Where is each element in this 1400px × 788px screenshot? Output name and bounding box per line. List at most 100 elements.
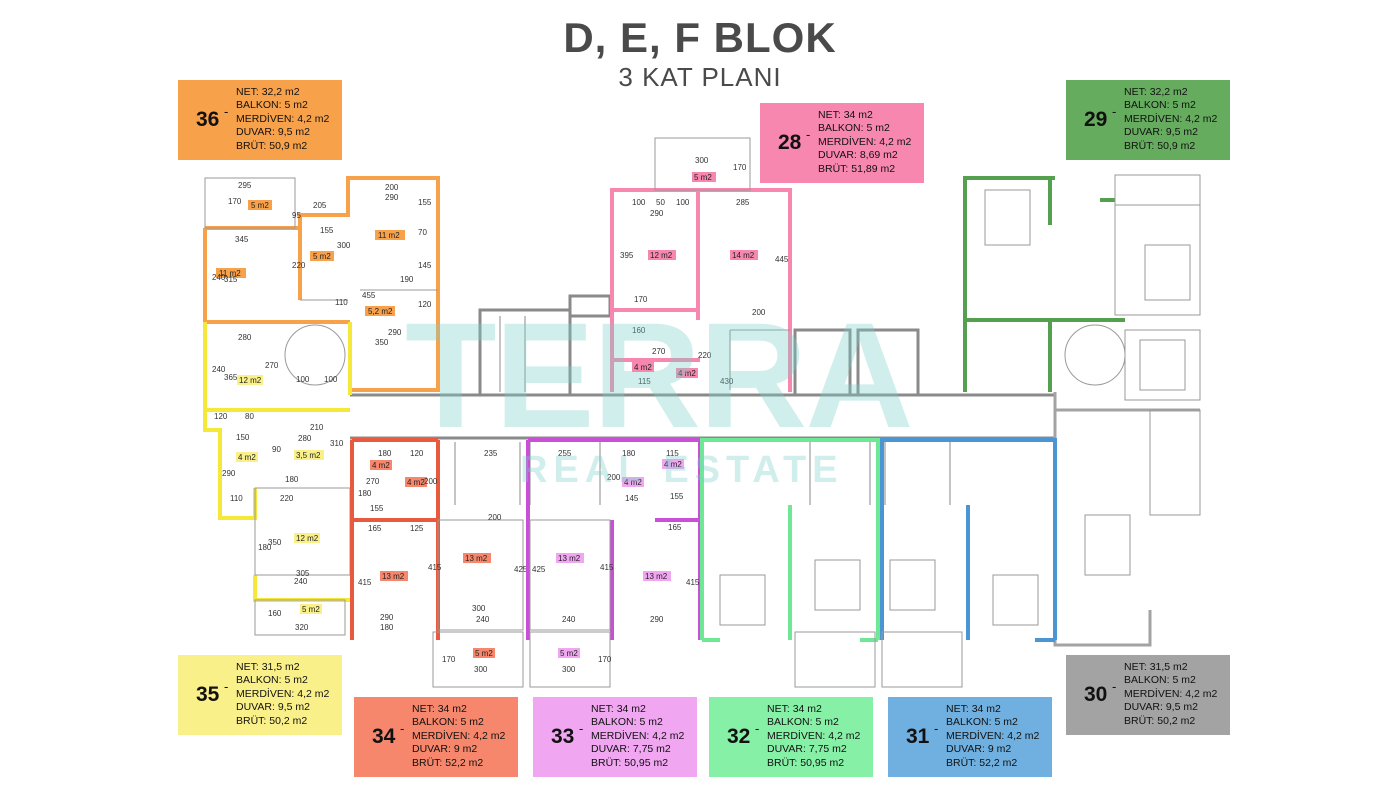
dimension: 345	[235, 235, 249, 244]
unit-net-value: 34 m2	[971, 703, 1001, 715]
unit-merdiven-label: MERDİVEN:	[1124, 112, 1183, 125]
unit-duvar-row: DUVAR: 9,5 m2	[1124, 126, 1217, 139]
unit-brut-label: BRÜT:	[236, 714, 267, 727]
unit-brut-value: 50,2 m2	[269, 714, 308, 727]
unit-duvar-label: DUVAR:	[236, 126, 275, 139]
unit-number-dash: -	[1112, 679, 1117, 694]
unit-brut-label: BRÜT:	[412, 756, 443, 769]
unit-duvar-label: DUVAR:	[236, 701, 275, 714]
unit-brut-label: BRÜT:	[818, 162, 849, 175]
room-label: 13 m2	[382, 572, 405, 581]
unit-merdiven-value: 4,2 m2	[652, 729, 685, 742]
unit-duvar-row: DUVAR: 9,5 m2	[1124, 701, 1217, 714]
unit-brut-row: BRÜT: 50,2 m2	[236, 715, 329, 728]
unit-brut-row: BRÜT: 52,2 m2	[412, 757, 505, 770]
room-label: 5 m2	[475, 649, 493, 658]
unit-number-dash: -	[755, 721, 760, 736]
page-title: D, E, F BLOK	[563, 14, 837, 61]
unit-brut-value: 50,2 m2	[1157, 714, 1196, 727]
unit-balkon-row: BALKON: 5 m2	[767, 716, 860, 729]
room-label: 4 m2	[407, 478, 425, 487]
unit-net-row: NET: 31,5 m2	[236, 661, 329, 674]
unit-duvar-value: 9,5 m2	[1165, 701, 1198, 714]
dimension: 270	[652, 347, 666, 356]
dimension: 110	[230, 494, 243, 503]
unit-number: 36	[196, 108, 220, 131]
dimension: 300	[472, 604, 486, 613]
dimension: 180	[380, 623, 394, 632]
unit-net-row: NET: 32,2 m2	[1124, 86, 1217, 99]
unit-balkon-value: 5 m2	[994, 716, 1018, 729]
unit-net-label: NET:	[412, 703, 435, 715]
room-label: 3,5 m2	[296, 451, 321, 460]
unit-duvar-label: DUVAR:	[591, 743, 630, 756]
unit-merdiven-label: MERDİVEN:	[236, 687, 295, 700]
unit-net-row: NET: 34 m2	[412, 703, 505, 716]
unit-balkon-row: BALKON: 5 m2	[236, 99, 329, 112]
unit-balkon-label: BALKON:	[236, 674, 282, 687]
unit-brut-row: BRÜT: 50,2 m2	[1124, 715, 1217, 728]
dimension: 190	[400, 275, 414, 284]
dimension: 170	[228, 197, 242, 206]
dimension: 220	[280, 494, 294, 503]
dimension: 165	[368, 524, 382, 533]
room-label: 13 m2	[558, 554, 581, 563]
dimension: 280	[298, 434, 312, 443]
dimension: 170	[598, 655, 612, 664]
dimension: 160	[268, 609, 282, 618]
unit-balkon-row: BALKON: 5 m2	[946, 716, 1039, 729]
unit-balkon-row: BALKON: 5 m2	[818, 122, 911, 135]
dimension: 415	[600, 563, 614, 572]
unit-brut-value: 50,95 m2	[800, 756, 845, 769]
dimension: 180	[258, 543, 272, 552]
unit-duvar-value: 9,5 m2	[277, 126, 310, 139]
dimension: 320	[295, 623, 309, 632]
dimension: 100	[676, 198, 690, 207]
dimension: 170	[733, 163, 747, 172]
dimension: 255	[558, 449, 572, 458]
unit-net-row: NET: 32,2 m2	[236, 86, 329, 99]
unit-balkon-label: BALKON:	[818, 122, 864, 135]
dimension: 170	[442, 655, 456, 664]
unit-net-row: NET: 34 m2	[946, 703, 1039, 716]
unit-merdiven-row: MERDİVEN: 4,2 m2	[412, 730, 505, 743]
unit-net-label: NET:	[591, 703, 614, 715]
dimension: 155	[670, 492, 684, 501]
unit-brut-label: BRÜT:	[946, 756, 977, 769]
unit-brut-row: BRÜT: 51,89 m2	[818, 163, 911, 176]
dimension: 290	[385, 193, 399, 202]
dimension: 115	[666, 449, 679, 458]
room-label: 13 m2	[645, 572, 668, 581]
dimension: 305	[296, 569, 310, 578]
dimension: 80	[245, 412, 254, 421]
room-label: 4 m2	[624, 478, 642, 487]
unit-net-value: 34 m2	[437, 703, 467, 715]
unit-duvar-value: 7,75 m2	[808, 743, 847, 756]
unit-30-plan	[1053, 392, 1200, 647]
unit-merdiven-row: MERDİVEN: 4,2 m2	[767, 730, 860, 743]
dimension: 110	[335, 298, 348, 307]
unit-34-plan	[350, 438, 440, 640]
unit-number: 34	[372, 725, 396, 748]
unit-net-value: 31,5 m2	[1149, 661, 1188, 673]
unit-net-label: NET:	[946, 703, 969, 715]
unit-balkon-value: 5 m2	[460, 716, 484, 729]
unit-merdiven-label: MERDİVEN:	[946, 729, 1005, 742]
dimension: 70	[418, 228, 427, 237]
room-label: 12 m2	[650, 251, 673, 260]
room-label: 12 m2	[296, 534, 319, 543]
unit-balkon-value: 5 m2	[1172, 674, 1196, 687]
dimension: 270	[265, 361, 279, 370]
dimension: 290	[380, 613, 394, 622]
dimension: 145	[418, 261, 432, 270]
unit-balkon-label: BALKON:	[412, 716, 458, 729]
dimension: 295	[238, 181, 252, 190]
unit-duvar-row: DUVAR: 7,75 m2	[767, 743, 860, 756]
unit-brut-row: BRÜT: 50,9 m2	[1124, 140, 1217, 153]
